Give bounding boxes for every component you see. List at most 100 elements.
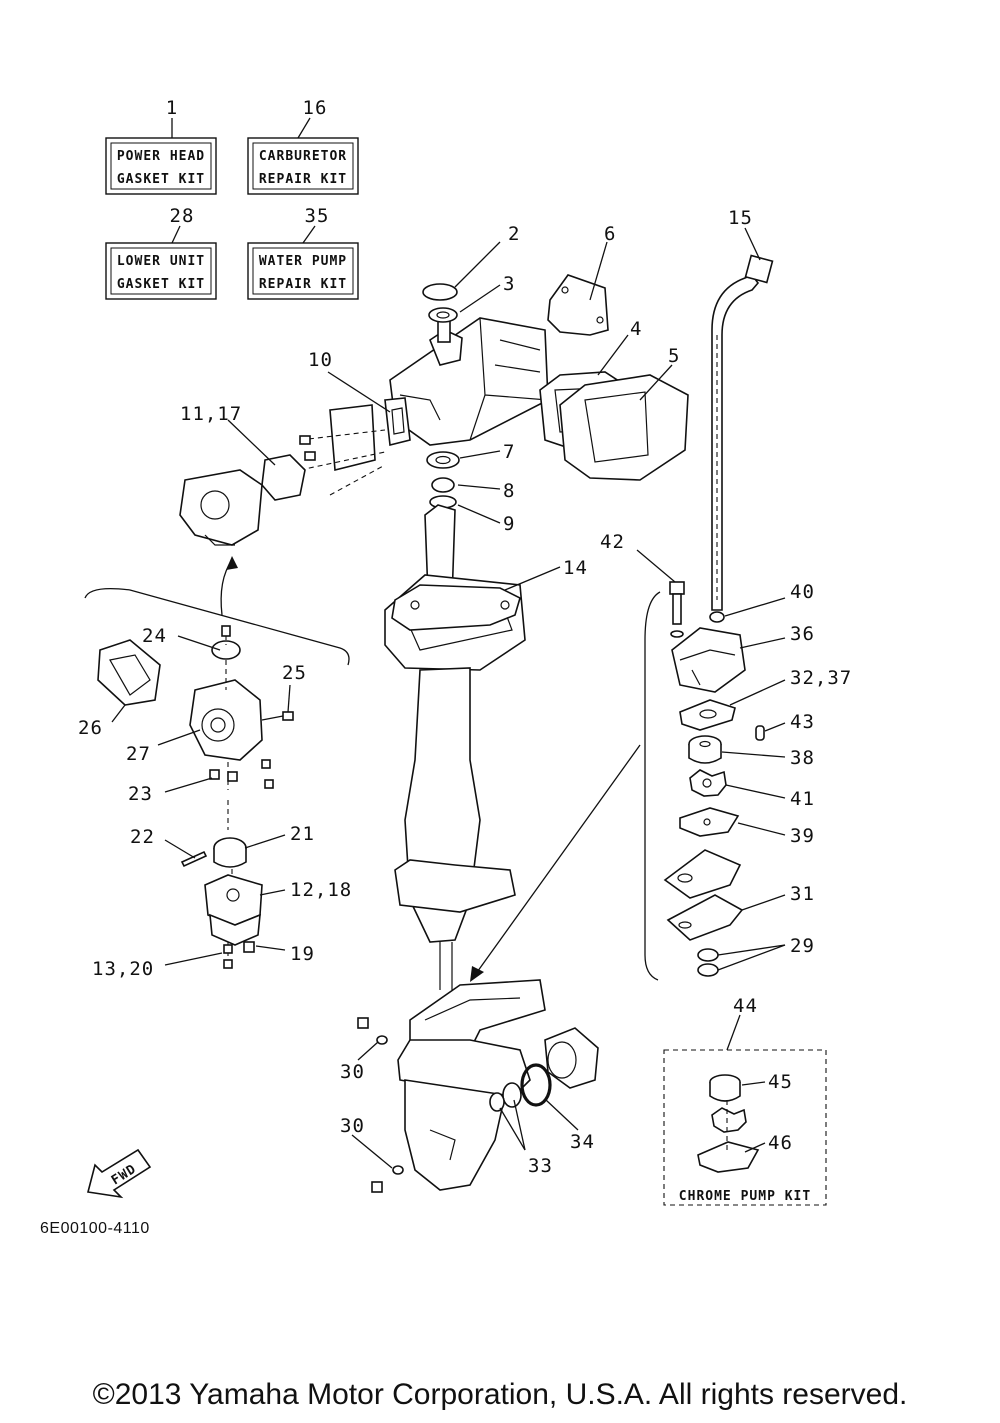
kit-label-line2: REPAIR KIT (259, 172, 347, 187)
pump-housing-36 (671, 627, 746, 693)
fuel-pump-bracket (84, 556, 350, 666)
cover-5 (559, 374, 689, 481)
drain-screws-30 (357, 1017, 404, 1193)
figure-code: 6E00100-4110 (40, 1220, 150, 1237)
bolt-42 (669, 581, 685, 638)
gasket-32-37 (679, 699, 736, 731)
forward-arrow-icon (87, 1148, 152, 1199)
callout-14: 14 (563, 557, 588, 579)
kit-label-line1: LOWER UNIT (117, 254, 205, 269)
callout-32-37: 32,37 (790, 667, 852, 689)
plate-39 (679, 807, 740, 837)
callout-5: 5 (668, 345, 680, 367)
chrome-pump-kit-box (663, 1049, 827, 1206)
seal-8 (431, 477, 455, 493)
oil-seal-7 (426, 451, 460, 469)
kit-box-carburetor: 16 CARBURETOR REPAIR KIT (247, 97, 359, 195)
kit-label-line1: POWER HEAD (117, 149, 205, 164)
callout-27: 27 (126, 743, 151, 765)
pin-43 (755, 725, 765, 741)
callout-30-lower: 30 (340, 1115, 365, 1137)
kit-number: 16 (303, 97, 328, 119)
lower-unit-case (397, 979, 546, 1191)
oil-seal-3 (428, 307, 458, 323)
callout-29: 29 (790, 935, 815, 957)
gasket-31 (666, 894, 744, 941)
callout-46: 46 (768, 1132, 793, 1154)
gasket-11-17 (261, 454, 306, 501)
callout-8: 8 (503, 480, 515, 502)
callout-36: 36 (790, 623, 815, 645)
callout-44: 44 (733, 995, 758, 1017)
kit-label-line1: WATER PUMP (259, 254, 347, 269)
gasket-plate-lower (663, 849, 742, 899)
callout-25: 25 (282, 662, 307, 684)
carburetor-assembly (179, 469, 263, 546)
callout-41: 41 (790, 788, 815, 810)
copyright-notice: ©2013 Yamaha Motor Corporation, U.S.A. A… (92, 1378, 908, 1411)
oring-2 (422, 283, 458, 301)
callout-11-17: 11,17 (180, 403, 242, 425)
callout-42: 42 (600, 531, 625, 553)
callout-31: 31 (790, 883, 815, 905)
filter-21 (213, 837, 247, 868)
callout-34: 34 (570, 1131, 595, 1153)
gasket-14 (391, 584, 521, 631)
kit-label-line2: REPAIR KIT (259, 277, 347, 292)
kit-box-lower-unit: 28 LOWER UNIT GASKET KIT (105, 205, 217, 300)
kit-box-water-pump: 35 WATER PUMP REPAIR KIT (247, 205, 359, 300)
kit-label-line1: CARBURETOR (259, 149, 347, 164)
callout-23: 23 (128, 783, 153, 805)
callout-15: 15 (728, 207, 753, 229)
callout-6: 6 (604, 223, 616, 245)
callout-labels: 2 3 6 4 5 10 11,17 7 8 9 14 15 24 25 26 … (78, 207, 852, 1177)
gasket-10 (384, 397, 411, 446)
callout-4: 4 (630, 318, 642, 340)
oring-34 (520, 1063, 552, 1107)
water-tube-15 (711, 254, 774, 611)
callout-26: 26 (78, 717, 103, 739)
callout-38: 38 (790, 747, 815, 769)
intake-manifold-bolts (299, 404, 386, 496)
kit-box-power-head: 1 POWER HEAD GASKET KIT (105, 97, 217, 195)
kit-number: 35 (305, 205, 330, 227)
kit-number: 28 (170, 205, 195, 227)
impeller-41 (689, 769, 727, 797)
pin-22 (180, 850, 208, 868)
upper-casing-assembly (389, 317, 549, 446)
chrome-pump-kit-label: CHROME PUMP KIT (679, 1189, 811, 1204)
kit-number: 1 (166, 97, 178, 119)
water-pump-bracket (470, 591, 661, 982)
grommet-40 (709, 611, 725, 623)
kit-label-line2: GASKET KIT (117, 277, 205, 292)
callout-12-18: 12,18 (290, 879, 352, 901)
callout-13-20: 13,20 (92, 958, 154, 980)
insert-cartridge-38 (688, 735, 722, 764)
oil-seals-33 (489, 1082, 522, 1112)
kit-label-line2: GASKET KIT (117, 172, 205, 187)
driveshaft-housing (384, 504, 526, 990)
callout-19: 19 (290, 943, 315, 965)
callout-2: 2 (508, 223, 520, 245)
callout-3: 3 (503, 273, 515, 295)
callout-22: 22 (130, 826, 155, 848)
gasket-6 (547, 274, 609, 336)
propeller-shaft-housing (544, 1027, 599, 1089)
leader-lines (111, 227, 786, 1169)
callout-9: 9 (503, 513, 515, 535)
callout-30-upper: 30 (340, 1061, 365, 1083)
callout-39: 39 (790, 825, 815, 847)
fuel-pump-assembly (97, 625, 294, 960)
callout-40: 40 (790, 581, 815, 603)
callout-45: 45 (768, 1071, 793, 1093)
callout-10: 10 (308, 349, 333, 371)
float-chamber-12-18 (204, 874, 263, 969)
callout-33: 33 (528, 1155, 553, 1177)
oil-seals-29 (697, 948, 719, 977)
callout-24: 24 (142, 625, 167, 647)
callout-43: 43 (790, 711, 815, 733)
callout-21: 21 (290, 823, 315, 845)
callout-7: 7 (503, 441, 515, 463)
